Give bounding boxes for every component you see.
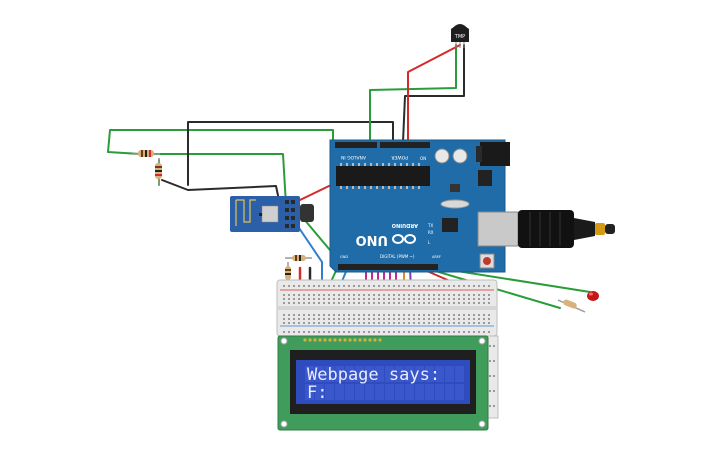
resistor-led[interactable] (557, 299, 586, 313)
temperature-sensor[interactable]: TMP (451, 24, 469, 48)
wire-black-esp[interactable] (161, 179, 281, 206)
label-analog-in: ANALOG IN (341, 154, 366, 160)
wire-green-left-loop[interactable] (107, 129, 334, 206)
label-digital: DIGITAL (PWM ~) (380, 254, 415, 259)
wire-red-sensor-vcc[interactable] (407, 44, 461, 143)
esp8266-module[interactable] (230, 196, 314, 232)
label-aref: AREF (432, 255, 441, 259)
lcd-display[interactable]: Webpage says: F: (277, 335, 489, 431)
label-on: ON (420, 156, 426, 161)
usb-cable[interactable] (477, 210, 615, 248)
label-arduino: ARDUINO (392, 222, 418, 228)
label-uno: UNO (356, 232, 389, 247)
label-rx: RX (428, 230, 434, 235)
wire-black-top-loop[interactable] (187, 121, 394, 186)
esp-pins (285, 200, 295, 228)
red-led[interactable] (587, 291, 599, 301)
breadboard[interactable] (276, 279, 498, 337)
arduino-logo (392, 234, 416, 244)
sensor-label: TMP (454, 34, 465, 40)
header-top-right[interactable] (380, 142, 430, 148)
lcd-character-cells (305, 366, 464, 400)
lcd-line-1: Webpage says: (307, 365, 440, 385)
resistor-breadboard-left[interactable] (285, 255, 312, 261)
lcd-line-2: F: (307, 383, 327, 403)
resistor-left-vertical[interactable] (155, 158, 162, 186)
power-jack[interactable] (480, 142, 510, 166)
resistor-top-left[interactable] (132, 150, 160, 157)
lcd-pin-header (303, 338, 382, 342)
capacitor-1 (434, 148, 450, 164)
header-digital[interactable] (338, 264, 438, 270)
atmega-chip (336, 166, 430, 186)
label-power: POWER (391, 154, 408, 160)
wire-green-sensor-signal[interactable] (369, 44, 457, 143)
arduino-uno-board[interactable]: ANALOG IN POWER UNO ARDUINO (329, 139, 510, 273)
label-l: L (428, 240, 431, 245)
capacitor-2 (452, 148, 468, 164)
label-tx: TX (427, 223, 433, 228)
label-gnd: GND (340, 255, 348, 259)
breadboard-holes (283, 285, 490, 333)
header-top-left[interactable] (335, 142, 377, 148)
wire-black-sensor-gnd[interactable] (402, 44, 465, 143)
